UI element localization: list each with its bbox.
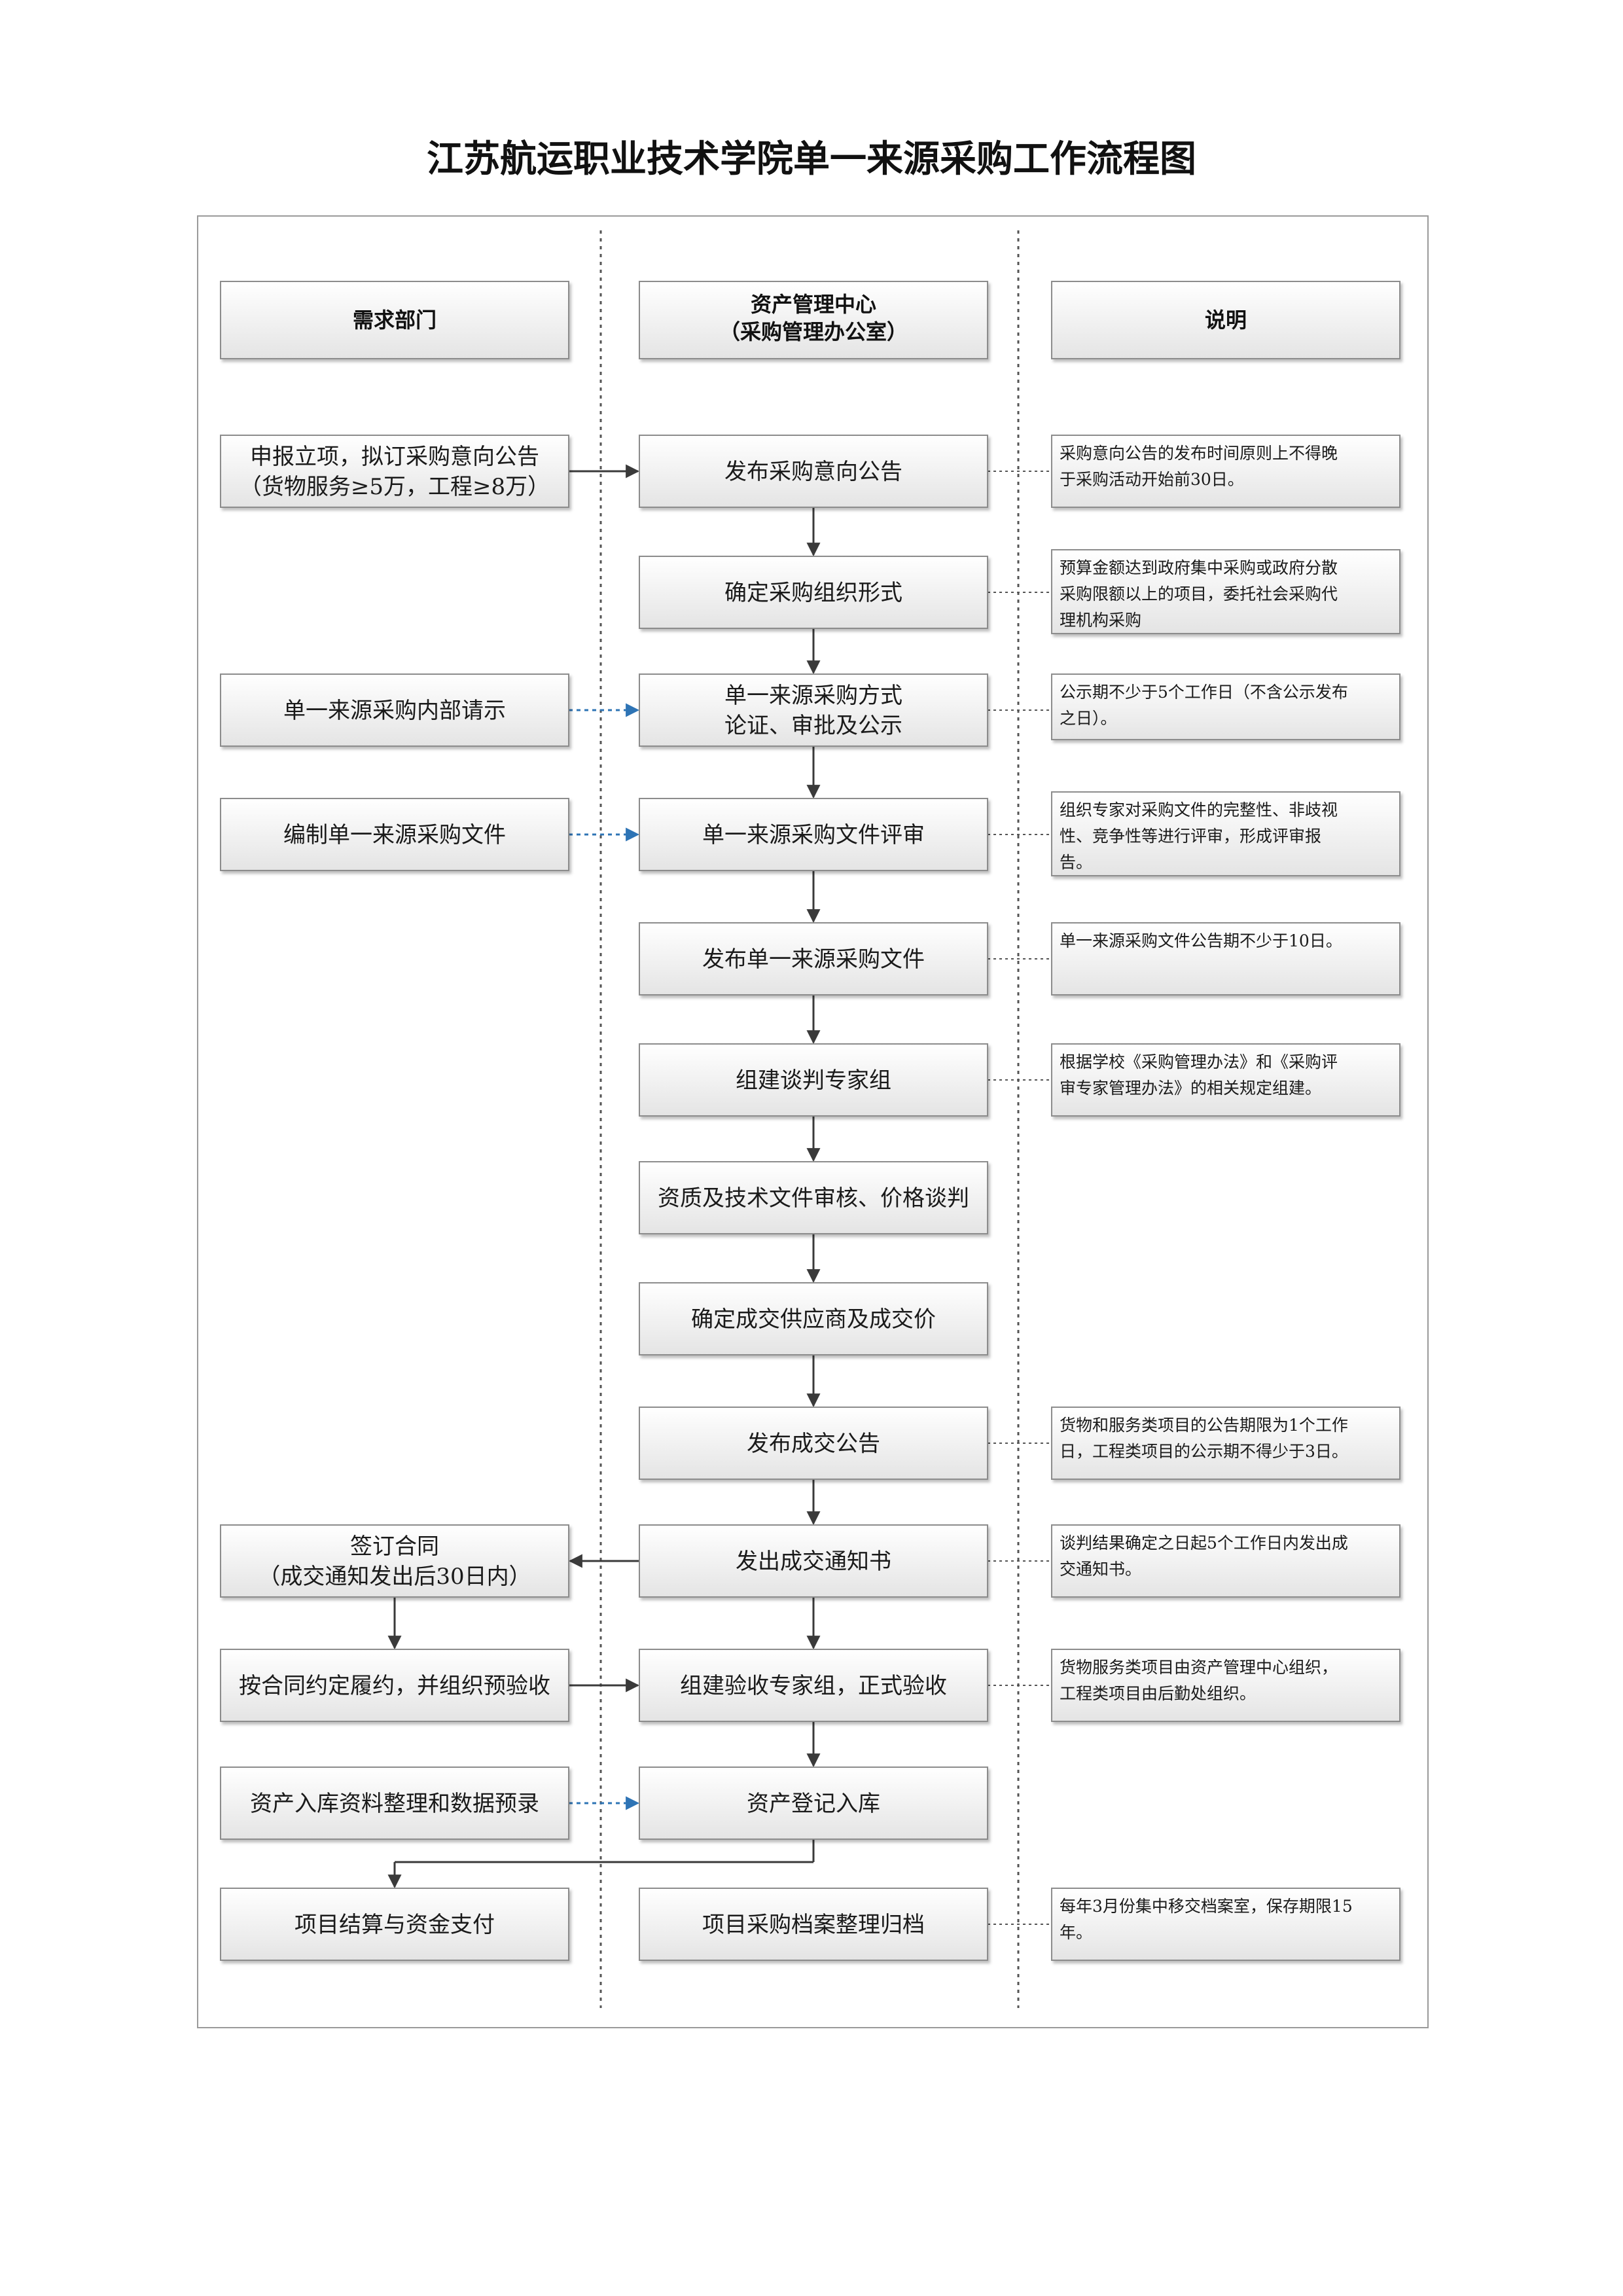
dept-step-perform (220, 1649, 569, 1722)
step-acceptance-line-1: 组建验收专家组，正式验收 (680, 1673, 947, 1699)
step-deal-notice-line-1: 发出成交通知书 (736, 1549, 891, 1575)
dept-step-apply (220, 435, 569, 508)
step-supplier (639, 1282, 988, 1355)
step-archive-line-1: 项目采购档案整理归档 (702, 1912, 925, 1938)
note-doc-review (1051, 791, 1400, 876)
note-acceptance-line-1: 货物服务类项目由资产管理中心组织， (1060, 1658, 1338, 1677)
dept-step-perform-line-1: 按合同约定履约，并组织预验收 (239, 1673, 550, 1699)
column-header-demand-dept-label: 需求部门 (353, 308, 437, 332)
note-method-line-1: 公示期不少于5个工作日（不含公示发布 (1060, 683, 1348, 702)
step-deal-notice (639, 1524, 988, 1598)
dept-step-asset-data-line-1: 资产入库资料整理和数据预录 (250, 1791, 539, 1817)
dept-step-asset-data (220, 1767, 569, 1840)
step-asset-register (639, 1767, 988, 1840)
note-deal-notice-line-2: 交通知书。 (1060, 1560, 1141, 1579)
note-expert-group-line-1: 根据学校《采购管理办法》和《采购评 (1060, 1052, 1338, 1071)
note-archive-line-1: 每年3月份集中移交档案室，保存期限15 (1060, 1897, 1353, 1916)
dept-step-contract-line-1: 签订合同 (350, 1534, 439, 1560)
note-expert-group (1051, 1043, 1400, 1117)
note-result-notice (1051, 1407, 1400, 1480)
note-deal-notice (1051, 1524, 1400, 1598)
step-publish-intent (639, 435, 988, 508)
column-header-asset-center-line1: 资产管理中心 (751, 292, 876, 317)
step-doc-review (639, 798, 988, 871)
step-acceptance (639, 1649, 988, 1722)
step-boxes: 发布采购意向公告确定采购组织形式单一来源采购方式论证、审批及公示单一来源采购文件… (220, 435, 1400, 1961)
note-method-line-2: 之日）。 (1060, 709, 1117, 728)
note-publish-doc-line-1: 单一来源采购文件公告期不少于10日。 (1060, 931, 1342, 950)
note-result-notice-line-2: 日，工程类项目的公示期不得少于3日。 (1060, 1442, 1348, 1461)
column-header-notes (1051, 281, 1400, 359)
dept-step-apply-line-1: 申报立项，拟订采购意向公告 (250, 444, 539, 470)
note-org-form-line-1: 预算金额达到政府集中采购或政府分散 (1060, 558, 1338, 577)
note-expert-group-line-2: 审专家管理办法》的相关规定组建。 (1060, 1079, 1321, 1098)
dept-step-settle-line-1: 项目结算与资金支付 (294, 1912, 495, 1938)
note-publish-doc (1051, 922, 1400, 996)
step-method-line-1: 单一来源采购方式 (724, 683, 902, 709)
step-qualify-line-1: 资质及技术文件审核、价格谈判 (658, 1185, 969, 1211)
dept-step-prepare-doc-line-1: 编制单一来源采购文件 (283, 822, 506, 848)
dept-step-settle (220, 1888, 569, 1961)
diagram-frame (197, 215, 1429, 2028)
step-asset-register-line-1: 资产登记入库 (747, 1791, 880, 1817)
page-title: 江苏航运职业技术学院单一来源采购工作流程图 (427, 137, 1196, 181)
note-acceptance (1051, 1649, 1400, 1722)
step-doc-review-line-1: 单一来源采购文件评审 (702, 822, 925, 848)
column-header-asset-center (639, 281, 988, 359)
step-archive (639, 1888, 988, 1961)
step-method (639, 673, 988, 747)
connectors (387, 464, 1052, 1925)
note-acceptance-line-2: 工程类项目由后勤处组织。 (1060, 1684, 1256, 1703)
note-org-form-line-2: 采购限额以上的项目，委托社会采购代 (1060, 584, 1338, 603)
dept-step-request-line-1: 单一来源采购内部请示 (283, 698, 506, 724)
step-org-form-line-1: 确定采购组织形式 (724, 580, 902, 606)
column-header-demand-dept (220, 281, 569, 359)
step-result-notice-line-1: 发布成交公告 (747, 1431, 880, 1457)
step-org-form (639, 556, 988, 629)
dept-step-contract-line-2: （成交通知发出后30日内） (258, 1564, 531, 1590)
dept-step-request (220, 673, 569, 747)
note-deal-notice-line-1: 谈判结果确定之日起5个工作日内发出成 (1060, 1534, 1348, 1552)
step-publish-doc-line-1: 发布单一来源采购文件 (702, 946, 925, 973)
step-publish-intent-line-1: 发布采购意向公告 (724, 459, 902, 485)
step-expert-group (639, 1043, 988, 1117)
note-org-form-line-3: 理机构采购 (1060, 611, 1141, 630)
step-expert-group-line-1: 组建谈判专家组 (736, 1067, 891, 1094)
note-org-form (1051, 549, 1400, 634)
note-publish-intent (1051, 435, 1400, 508)
note-archive-line-2: 年。 (1060, 1923, 1092, 1942)
note-doc-review-line-2: 性、竞争性等进行评审，形成评审报 (1060, 827, 1321, 846)
note-publish-intent-line-2: 于采购活动开始前30日。 (1060, 470, 1244, 489)
dept-step-contract (220, 1524, 569, 1598)
column-header-asset-center-line2: （采购管理办公室） (719, 319, 908, 344)
note-method (1051, 673, 1400, 740)
note-publish-intent-line-1: 采购意向公告的发布时间原则上不得晚 (1060, 444, 1338, 463)
note-doc-review-line-1: 组织专家对采购文件的完整性、非歧视 (1060, 800, 1338, 819)
note-archive (1051, 1888, 1400, 1961)
dept-step-apply-line-2: （货物服务≥5万，工程≥8万） (240, 474, 550, 500)
dept-step-prepare-doc (220, 798, 569, 871)
column-header-notes-label: 说明 (1205, 308, 1247, 332)
step-method-line-2: 论证、审批及公示 (724, 713, 902, 739)
step-result-notice (639, 1407, 988, 1480)
note-result-notice-line-1: 货物和服务类项目的公告期限为1个工作 (1060, 1416, 1348, 1435)
step-qualify (639, 1161, 988, 1234)
note-doc-review-line-3: 告。 (1060, 853, 1092, 872)
step-supplier-line-1: 确定成交供应商及成交价 (691, 1306, 936, 1333)
step-publish-doc (639, 922, 988, 996)
